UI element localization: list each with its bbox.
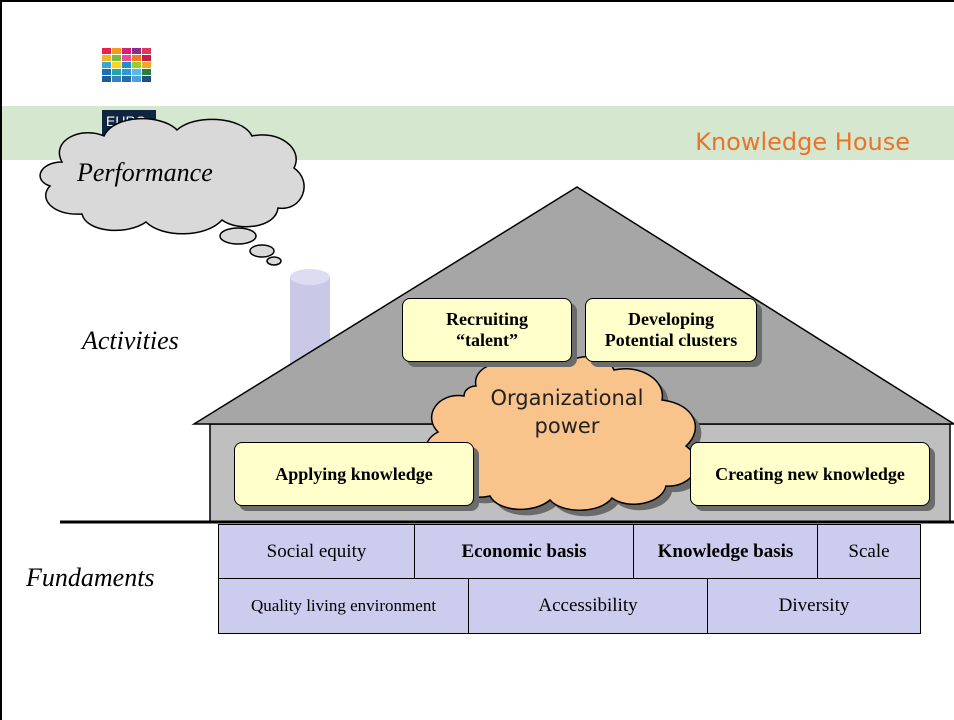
logo-tiles	[102, 48, 151, 82]
cloud-icon	[424, 354, 703, 517]
org-power-line-1: Organizational	[490, 386, 644, 410]
recruiting-line-1: Recruiting	[446, 309, 528, 330]
social-equity-cell: Social equity	[218, 524, 415, 579]
economic-basis-cell: Economic basis	[414, 524, 634, 579]
recruiting-line-2: “talent”	[456, 330, 518, 350]
creating-knowledge-box: Creating new knowledge	[690, 442, 930, 506]
knowledge-basis-cell: Knowledge basis	[633, 524, 818, 579]
developing-line-1: Developing	[627, 309, 714, 330]
activities-label: Activities	[82, 326, 179, 355]
org-power-label: Organizational power	[472, 384, 662, 441]
quality-living-cell: Quality living environment	[218, 578, 469, 634]
org-power-line-2: power	[534, 414, 600, 439]
thought-cloud-icon	[39, 118, 305, 266]
developing-line-2: Potential clusters	[604, 330, 738, 350]
slide-title: Knowledge House	[695, 128, 910, 156]
developing-clusters-box: Developing Potential clusters	[585, 298, 757, 362]
applying-knowledge-box: Applying knowledge	[234, 442, 474, 506]
recruiting-talent-box: Recruiting “talent”	[402, 298, 572, 362]
accessibility-cell: Accessibility	[468, 578, 708, 634]
scale-cell: Scale	[817, 524, 921, 579]
performance-label: Performance	[77, 158, 213, 187]
diversity-cell: Diversity	[707, 578, 921, 634]
fundaments-label: Fundaments	[26, 563, 155, 592]
